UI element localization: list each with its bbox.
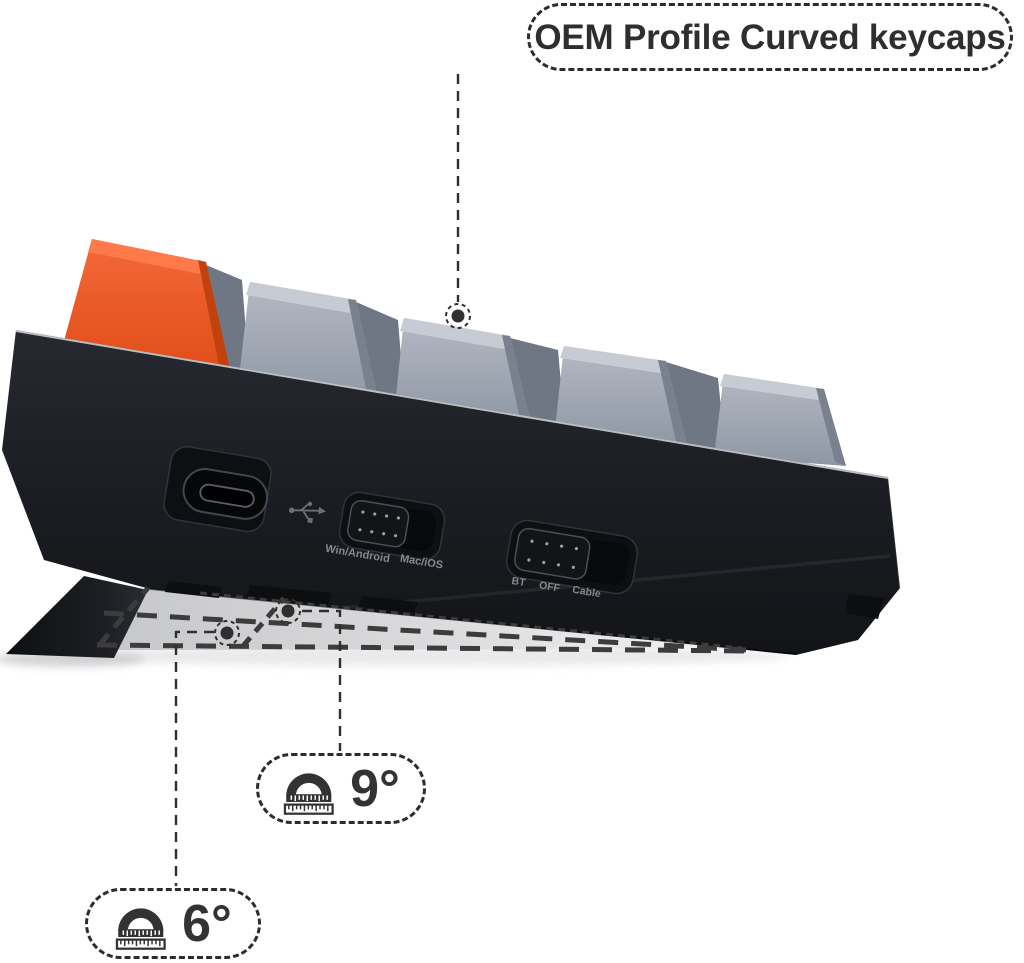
anchor-dots: [214, 303, 471, 646]
kickstand-foot: [6, 576, 148, 658]
usb-icon: [288, 501, 326, 524]
mode-switch-label-bt: BT: [511, 575, 527, 589]
keycap-grey-3: [554, 346, 688, 450]
keycap-esc-orange: [62, 239, 232, 378]
tilt-wedge-shadow: [100, 589, 744, 650]
callout-leader-lines: [174, 74, 460, 886]
os-toggle-switch: [338, 491, 446, 561]
anchor-dot-9-degree: [275, 598, 301, 624]
callout-9-degree-label: 9°: [350, 759, 400, 818]
protractor-icon: [282, 763, 339, 815]
usb-c-port: [163, 445, 272, 533]
keycap-grey-4: [714, 374, 846, 466]
mode-toggle-switch: [505, 519, 639, 595]
anchor-dot-6-degree: [214, 620, 240, 646]
callout-oem-profile: OEM Profile Curved keycaps: [527, 3, 1013, 71]
tilt-angle-lines: [96, 586, 751, 654]
leader-9-degree: [302, 609, 342, 751]
leader-6-degree: [174, 630, 214, 886]
callout-6-degree: 6°: [85, 888, 261, 959]
anchor-dot-keycaps: [445, 303, 471, 329]
callout-9-degree: 9°: [256, 753, 426, 824]
keyboard-case: [2, 330, 901, 655]
mode-switch-label-off: OFF: [538, 579, 561, 594]
callout-6-degree-label: 6°: [182, 894, 232, 953]
keycap-back-slivers: [206, 265, 726, 458]
protractor-icon: [114, 898, 171, 950]
callout-oem-profile-label: OEM Profile Curved keycaps: [534, 17, 1006, 57]
mode-switch-label-cable: Cable: [571, 584, 601, 601]
